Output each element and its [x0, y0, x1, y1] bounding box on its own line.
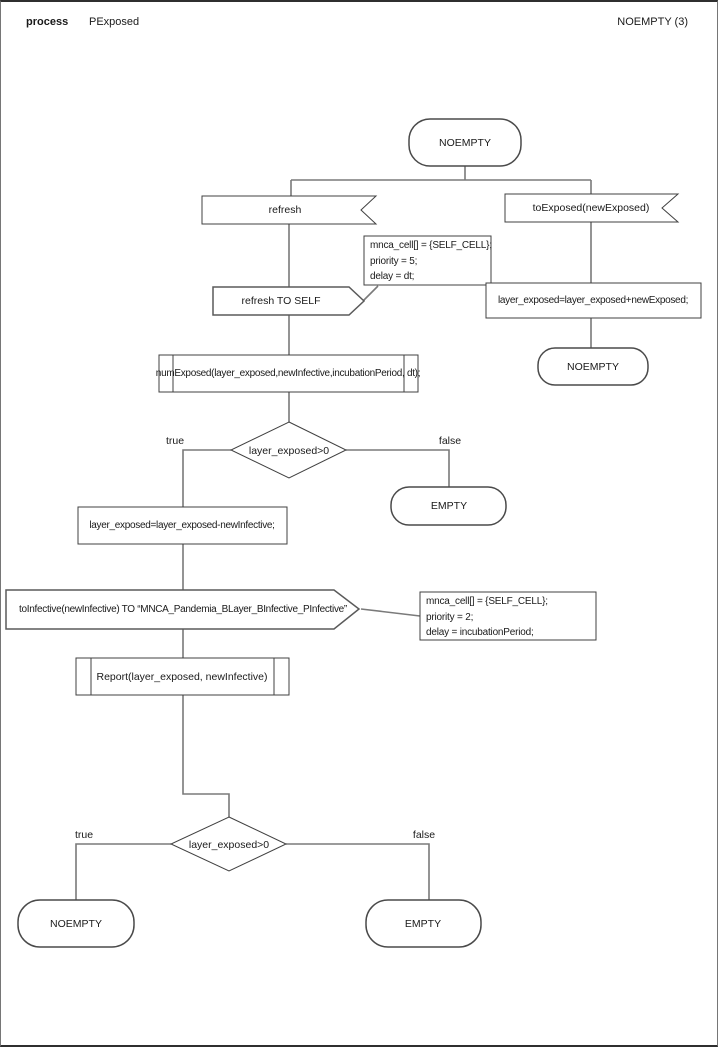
call-numexposed-shape[interactable]: [158, 354, 419, 393]
msg-refresh-banner-shape[interactable]: [201, 195, 378, 225]
decision2-condition-label: layer_exposed>0: [188, 839, 270, 851]
msg-toexposed-banner-shape[interactable]: [504, 193, 680, 223]
state-noempty-start-label: NOEMPTY: [439, 137, 491, 149]
note-refresh-line2: priority = 5;: [370, 255, 418, 267]
connector-decision2-true: [75, 843, 171, 901]
assign-add-label: layer_exposed=layer_exposed+newExposed;: [497, 295, 689, 306]
call-numexposed-label: numExposed(layer_exposed,newInfective,in…: [155, 368, 421, 379]
connector-send-to-note1: [361, 285, 379, 303]
call-report-shape[interactable]: [75, 657, 290, 696]
state-empty-bottom-shape[interactable]: [365, 899, 482, 948]
note-infective-line3: delay = incubationPeriod;: [426, 627, 534, 638]
decision2-false-label: false: [412, 829, 436, 841]
connector-report-to-decision2: [182, 695, 230, 818]
header-state-ref: NOEMPTY (3): [617, 16, 688, 28]
msg-toexposed-label: toExposed(newExposed): [532, 202, 650, 214]
send-toinfective-shape[interactable]: [5, 589, 361, 630]
send-refresh-to-self-label: refresh TO SELF: [241, 295, 321, 307]
connector-decision1-false: [346, 449, 450, 488]
send-refresh-to-self-shape[interactable]: [212, 286, 366, 316]
note-infective-box-shape[interactable]: [419, 591, 597, 641]
state-empty-mid-shape[interactable]: [390, 486, 507, 526]
state-noempty-start-shape[interactable]: [408, 118, 522, 167]
note-infective-line2: priority = 2;: [426, 611, 474, 623]
state-noempty-bottom-shape[interactable]: [17, 899, 135, 948]
decision2-diamond-shape[interactable]: [169, 816, 288, 872]
state-noempty-bottom-label: NOEMPTY: [50, 918, 102, 930]
assign-add-box-shape[interactable]: [485, 282, 702, 319]
decision1-condition-label: layer_exposed>0: [248, 445, 330, 457]
header-kind-label: process: [26, 16, 69, 28]
assign-sub-box-shape[interactable]: [77, 506, 288, 545]
note-refresh-box-shape[interactable]: [363, 235, 492, 286]
call-report-label: Report(layer_exposed, newInfective): [96, 671, 268, 683]
state-noempty-right-shape[interactable]: [537, 347, 649, 386]
connector-decision1-true: [182, 449, 231, 508]
state-empty-mid-label: EMPTY: [430, 500, 468, 512]
note-refresh-text: mnca_cell[] = {SELF_CELL}; priority = 5;…: [370, 238, 492, 285]
decision1-false-label: false: [438, 435, 462, 447]
send-toinfective-label: toInfective(newInfective) TO “MNCA_Pande…: [19, 604, 347, 615]
note-infective-line1: mnca_cell[] = {SELF_CELL};: [426, 596, 548, 607]
decision1-diamond-shape[interactable]: [229, 421, 348, 479]
note-infective-text: mnca_cell[] = {SELF_CELL}; priority = 2;…: [426, 594, 548, 641]
assign-sub-label: layer_exposed=layer_exposed-newInfective…: [89, 520, 275, 531]
state-noempty-right-label: NOEMPTY: [567, 361, 619, 373]
connector-send2-to-note2: [360, 608, 421, 617]
state-empty-bottom-label: EMPTY: [404, 918, 442, 930]
note-refresh-line3: delay = dt;: [370, 271, 415, 282]
header-process-name: PExposed: [89, 16, 140, 28]
msg-refresh-label: refresh: [268, 204, 302, 216]
note-refresh-line1: mnca_cell[] = {SELF_CELL};: [370, 240, 492, 251]
decision1-true-label: true: [165, 435, 185, 447]
decision2-true-label: true: [74, 829, 94, 841]
connector-decision2-false: [286, 843, 430, 901]
